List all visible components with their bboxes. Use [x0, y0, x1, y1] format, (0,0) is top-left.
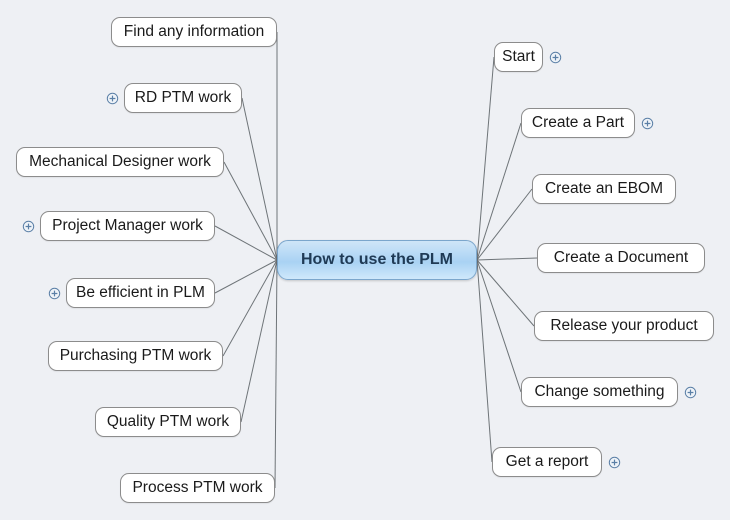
- root-node[interactable]: How to use the PLM: [277, 240, 477, 280]
- node-release-your-product[interactable]: Release your product: [534, 311, 714, 341]
- node-create-an-ebom[interactable]: Create an EBOM: [532, 174, 676, 204]
- node-label-purchasing-ptm-work: Purchasing PTM work: [59, 347, 212, 365]
- node-label-project-manager-work: Project Manager work: [52, 217, 203, 235]
- node-purchasing-ptm-work[interactable]: Purchasing PTM work: [48, 341, 223, 371]
- node-find-any-information[interactable]: Find any information: [111, 17, 277, 47]
- node-mechanical-designer-work[interactable]: Mechanical Designer work: [16, 147, 224, 177]
- node-label-create-a-document: Create a Document: [553, 249, 689, 267]
- expander-icon-create-a-part[interactable]: [641, 117, 654, 130]
- node-start[interactable]: Start: [494, 42, 543, 72]
- expander-icon-be-efficient-in-plm[interactable]: [48, 287, 61, 300]
- node-label-quality-ptm-work: Quality PTM work: [106, 413, 230, 431]
- edge-root-to-purchasing-ptm-work: [222, 259, 278, 357]
- node-label-change-something: Change something: [534, 383, 665, 401]
- node-label-find-any-information: Find any information: [123, 23, 265, 41]
- edge-root-to-create-an-ebom: [476, 188, 533, 261]
- node-label-start: Start: [502, 48, 535, 66]
- edge-root-to-change-something: [476, 259, 522, 393]
- node-project-manager-work[interactable]: Project Manager work: [40, 211, 215, 241]
- node-label-rd-ptm-work: RD PTM work: [134, 89, 232, 107]
- node-change-something[interactable]: Change something: [521, 377, 678, 407]
- edge-root-to-get-a-report: [476, 259, 493, 463]
- node-quality-ptm-work[interactable]: Quality PTM work: [95, 407, 241, 437]
- edge-root-to-be-efficient-in-plm: [214, 259, 278, 294]
- expander-icon-change-something[interactable]: [684, 386, 697, 399]
- edge-root-to-rd-ptm-work: [241, 97, 278, 261]
- edge-root-to-process-ptm-work: [274, 259, 278, 489]
- node-label-create-an-ebom: Create an EBOM: [544, 180, 664, 198]
- node-label-create-a-part: Create a Part: [531, 114, 625, 132]
- expander-icon-start[interactable]: [549, 51, 562, 64]
- node-label-mechanical-designer-work: Mechanical Designer work: [29, 153, 211, 171]
- node-label-release-your-product: Release your product: [550, 317, 698, 335]
- node-get-a-report[interactable]: Get a report: [492, 447, 602, 477]
- edge-root-to-start: [476, 56, 495, 261]
- node-be-efficient-in-plm[interactable]: Be efficient in PLM: [66, 278, 215, 308]
- node-label-be-efficient-in-plm: Be efficient in PLM: [76, 284, 205, 302]
- node-create-a-document[interactable]: Create a Document: [537, 243, 705, 273]
- edge-root-to-create-a-part: [476, 122, 522, 261]
- node-label-process-ptm-work: Process PTM work: [132, 479, 263, 497]
- edge-root-to-project-manager-work: [214, 225, 278, 261]
- node-process-ptm-work[interactable]: Process PTM work: [120, 473, 275, 503]
- root-node-label: How to use the PLM: [301, 251, 453, 268]
- edge-root-to-quality-ptm-work: [240, 259, 278, 423]
- expander-icon-project-manager-work[interactable]: [22, 220, 35, 233]
- edge-root-to-create-a-document: [476, 257, 538, 261]
- node-label-get-a-report: Get a report: [505, 453, 589, 471]
- node-rd-ptm-work[interactable]: RD PTM work: [124, 83, 242, 113]
- expander-icon-rd-ptm-work[interactable]: [106, 92, 119, 105]
- edge-root-to-release-your-product: [476, 259, 535, 327]
- expander-icon-get-a-report[interactable]: [608, 456, 621, 469]
- node-create-a-part[interactable]: Create a Part: [521, 108, 635, 138]
- edge-root-to-mechanical-designer-work: [223, 161, 278, 261]
